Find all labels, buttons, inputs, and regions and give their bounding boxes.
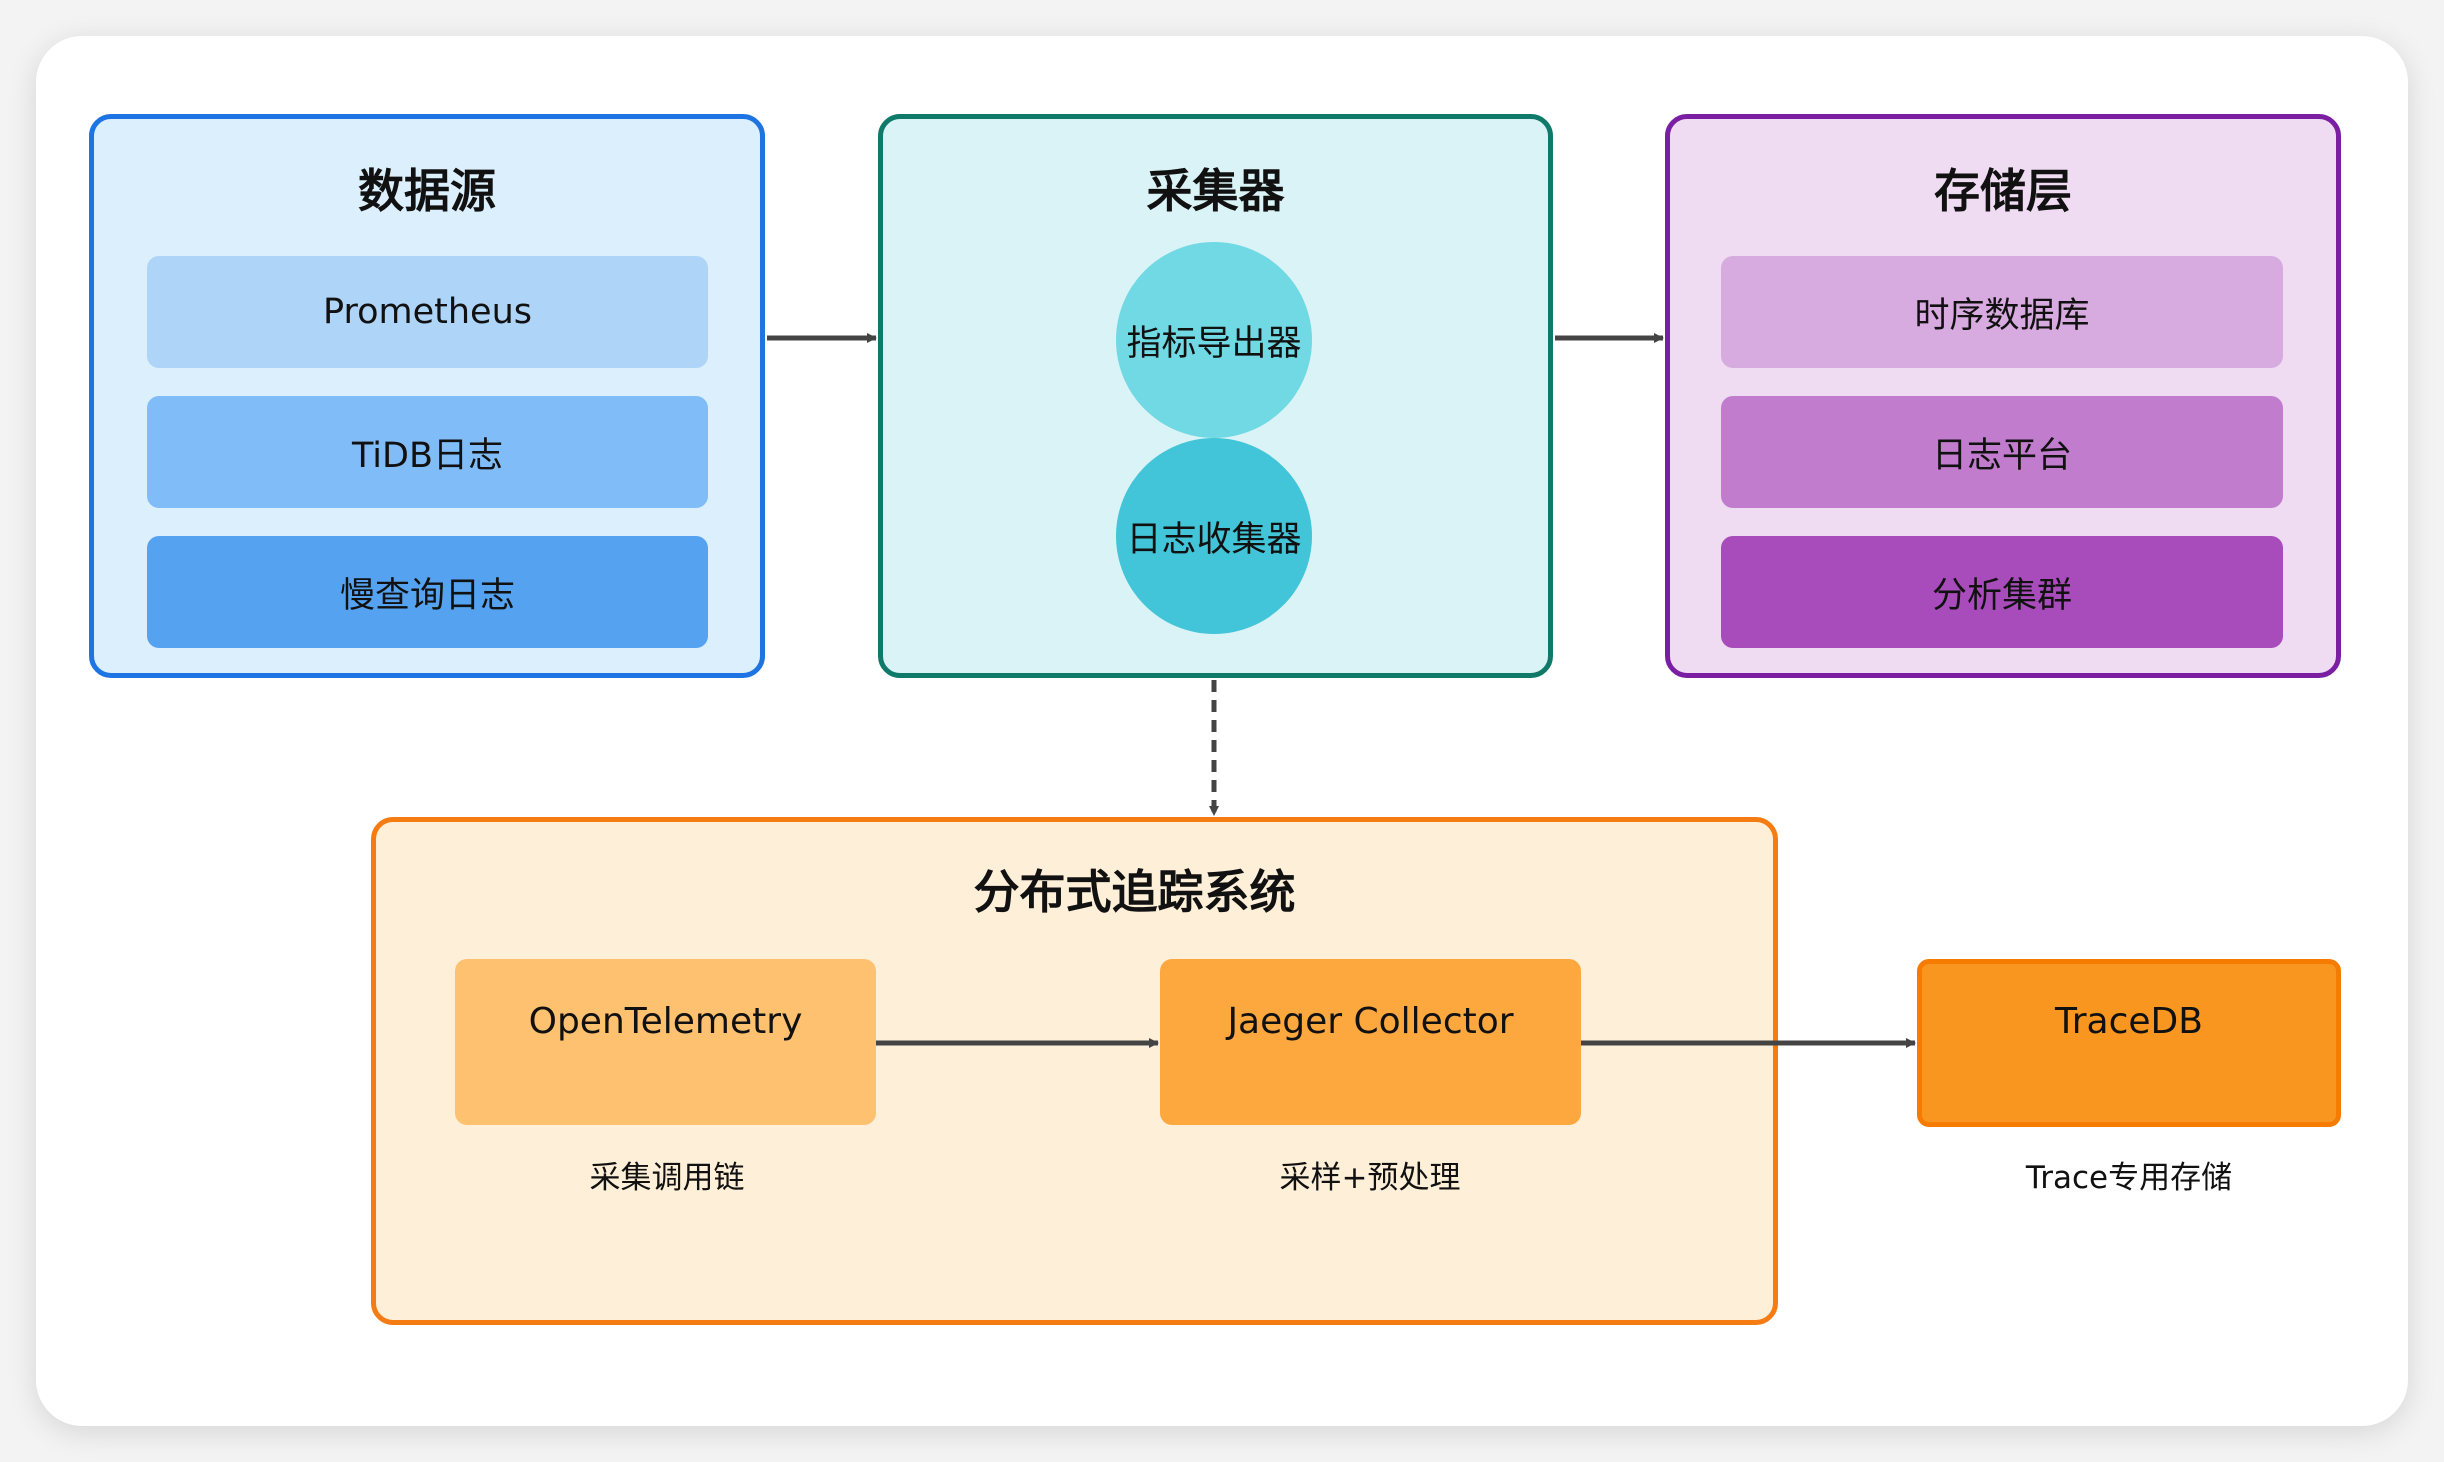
tsdb-node: 时序数据库 — [1721, 256, 2283, 368]
prometheus-node: Prometheus — [147, 256, 708, 368]
log-platform-node: 日志平台 — [1721, 396, 2283, 508]
opentelemetry-node: OpenTelemetry — [455, 959, 876, 1125]
log-collector-node: 日志收集器 — [1116, 438, 1312, 634]
tracedb-node: TraceDB — [1917, 959, 2341, 1127]
metrics-exporter-node: 指标导出器 — [1116, 242, 1312, 438]
slow-query-log-node: 慢查询日志 — [147, 536, 708, 648]
jaeger-collector-node: Jaeger Collector — [1160, 959, 1581, 1125]
jaeger-caption: 采样+预处理 — [1279, 1160, 1461, 1196]
tidb-log-node: TiDB日志 — [147, 396, 708, 508]
analytics-cluster-node: 分析集群 — [1721, 536, 2283, 648]
opentelemetry-caption: 采集调用链 — [589, 1160, 745, 1196]
tracedb-caption: Trace专用存储 — [2025, 1160, 2233, 1196]
tracing-title: 分布式追踪系统 — [973, 865, 1296, 919]
collector-title: 采集器 — [1146, 164, 1285, 218]
storage-title: 存储层 — [1934, 164, 2072, 218]
data-source-title: 数据源 — [358, 164, 496, 218]
